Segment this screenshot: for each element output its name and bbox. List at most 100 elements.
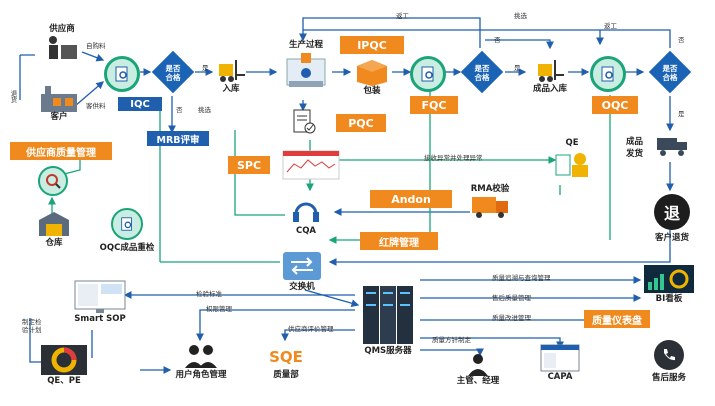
label-after-sales-qm: 售后质量管理 [492,294,531,302]
label-permission: 权限管理 [206,305,232,313]
label-customer-supplied: 客供料 [86,102,106,110]
tag-fqc: FQC [410,96,458,114]
forklift-icon-2 [538,60,564,82]
label-supplier-eval: 供应商评价管理 [288,325,334,333]
managers-label: 主管、经理 [456,376,500,386]
label-pick-2: 挑选 [514,12,527,20]
tag-mrb: MRB评审 [147,131,209,146]
supplier-label: 供应商 [49,24,75,34]
capa-node: CAPA [536,344,584,383]
finished-shipping-label: 成品 发货 [626,137,644,159]
manager-icon [468,354,488,376]
tag-ipqc: IPQC [340,36,404,54]
switch-icon [283,252,321,280]
production-label: 生产过程 [288,40,323,50]
finished-inbound-node: 成品入库 [528,58,572,95]
rma-label: RMA校验 [470,184,510,194]
clipboard-magnifier-icon-3 [601,66,614,82]
bi-board-label: BI看板 [655,294,683,304]
server-rack-icon [363,286,413,344]
customer-return-label: 客户退货 [654,233,689,243]
phone-icon [664,349,675,361]
qe-node: QE [552,138,592,179]
label-receive-abnormal: 接收异常并处理异常 [424,154,483,162]
customer-return-node: 退 客户退货 [648,194,696,244]
dashboard-donut-icon [41,345,87,375]
tag-supplier-qm: 供应商质量管理 [10,142,112,160]
arrows-icon [291,257,313,275]
label-yes-1: 是 [202,64,209,72]
finished-inbound-label: 成品入库 [532,84,567,94]
packaging-node: 包装 [352,58,392,97]
smart-sop-node: Smart SOP [72,280,128,325]
oqc-recheck-label: OQC成品重检 [99,243,155,253]
decision-label-1: 是否 合格 [165,64,181,82]
qms-server-node: QMS服务器 [356,284,420,357]
capa-label: CAPA [547,372,573,382]
smart-sop-label: Smart SOP [74,314,126,324]
tag-pqc: PQC [336,114,386,132]
switch-label: 交换机 [289,282,315,292]
after-sales-node: 售后服务 [644,340,694,384]
quality-dept-label: 质量部 [273,370,299,380]
qe-label: QE [565,138,579,148]
spc-chart-window-icon [282,150,340,180]
supplier-node: 供应商 [40,24,84,61]
clipboard-magnifier-icon-4 [121,217,132,231]
label-no-1: 否 [176,106,183,114]
tag-andon: Andon [370,190,452,208]
qms-server-label: QMS服务器 [364,346,412,356]
packaging-label: 包装 [363,86,381,96]
qe-pe-label: QE、PE [47,376,81,386]
cqa-node: CQA [286,198,326,237]
warehouse-node: 仓库 [34,210,74,249]
phone-circle-icon [654,340,684,370]
label-return-goods: 退货 [9,90,17,103]
factory-icon [41,86,77,112]
users-icon [185,345,217,368]
label-no-3: 否 [678,36,685,44]
decision-label-3: 是否 合格 [662,64,678,82]
label-quality-improve: 质量改进管理 [492,314,531,322]
label-quality-trace: 质量追溯与查询管理 [492,274,551,282]
customer-label: 客户 [50,112,68,122]
label-plan-inspection: 制定检 验计划 [22,318,42,334]
headset-icon [293,202,319,222]
document-check-icon [293,109,316,134]
user-role-node: 用户角色管理 [168,342,234,381]
label-pick-1: 挑选 [198,106,211,114]
engineer-icon [555,153,588,177]
inbound-node: 入库 [214,58,248,95]
customer-node: 客户 [36,84,82,123]
user-role-label: 用户角色管理 [175,370,227,380]
warehouse-icon [39,212,69,236]
tag-spc: SPC [228,156,270,174]
fqc-inspection-icon [410,56,446,92]
label-inspection-std: 检验标准 [196,290,222,298]
qe-pe-node: QE、PE [38,344,90,387]
warehouse-label: 仓库 [45,238,63,248]
bi-screen-icon [644,265,694,293]
rma-node: RMA校验 [466,184,514,219]
inbound-label: 入库 [222,84,240,94]
tag-red-card: 红牌管理 [360,232,438,250]
label-rework-1: 返工 [396,12,409,20]
forklift-icon [219,60,245,82]
label-rework-2: 返工 [604,22,617,30]
machine-icon [286,53,326,87]
oqc-recheck-node: OQC成品重检 [90,208,164,254]
tag-quality-dashboard: 质量仪表盘 [584,310,650,328]
quality-dept-node: SQE 质量部 [264,344,308,381]
tag-oqc: OQC [592,96,638,114]
switch-node: 交换机 [280,252,324,293]
label-yes-3: 是 [678,110,685,118]
truck-icon [657,138,687,156]
sqe-icon: SQE [269,348,303,366]
bi-board-node: BI看板 [640,264,698,305]
managers-node: 主管、经理 [448,352,508,387]
cqa-label: CQA [295,226,317,236]
monitor-icon [74,280,126,313]
label-yes-2: 是 [514,64,521,72]
label-self-purchase: 自购料 [86,42,106,50]
